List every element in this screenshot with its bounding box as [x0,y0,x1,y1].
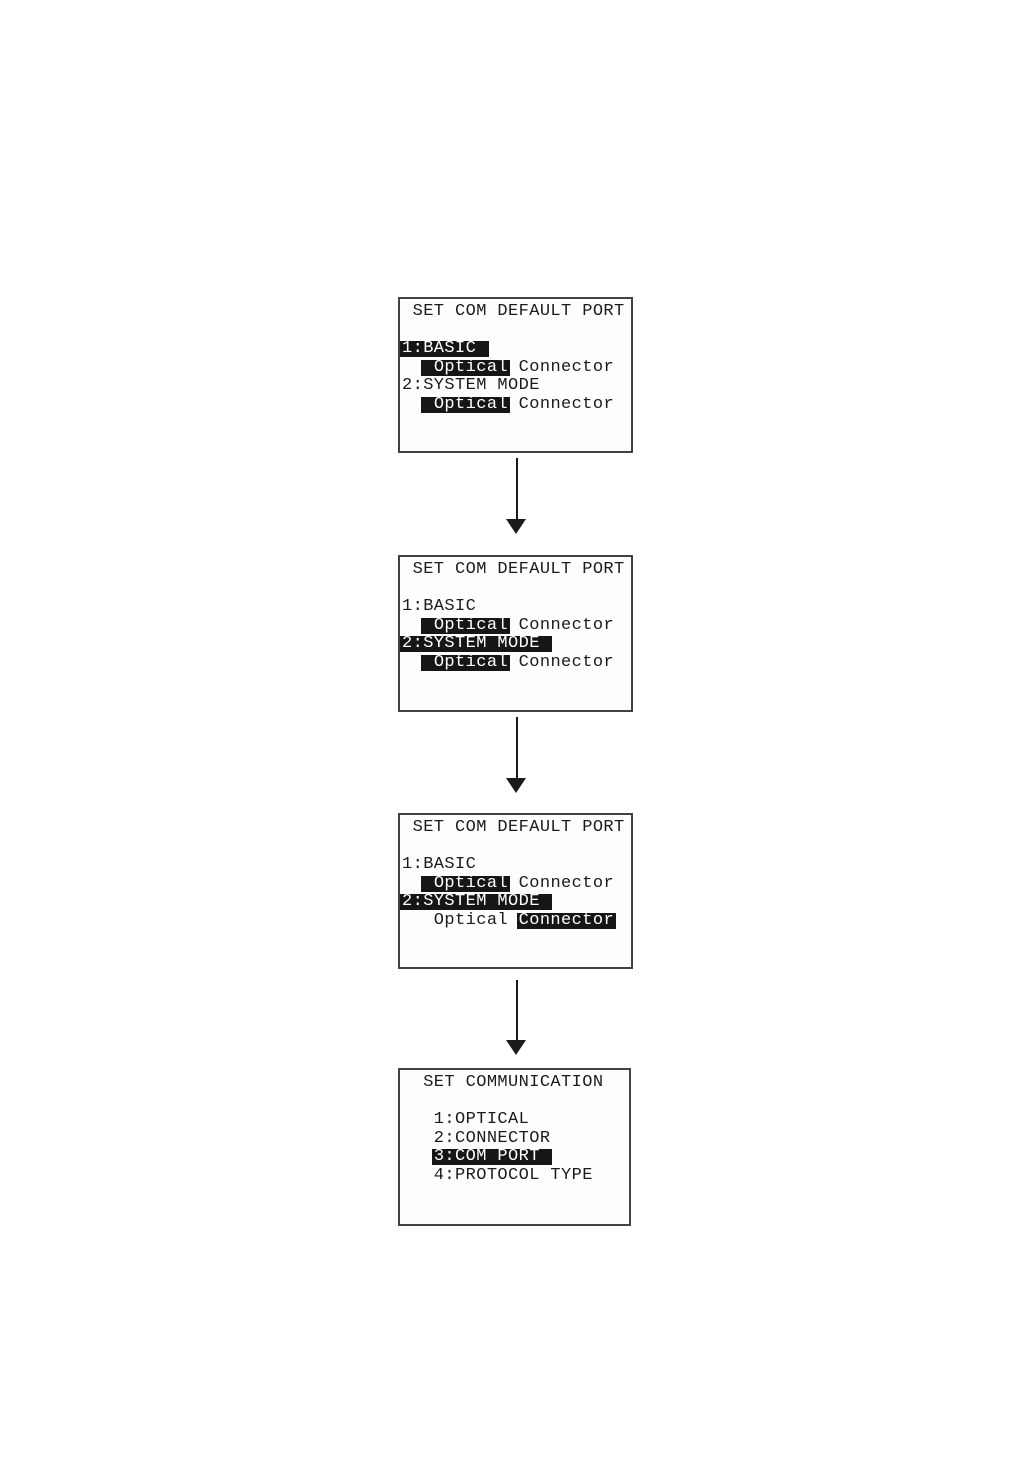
menu-text: Connector [508,394,615,414]
menu-text: SET COM DEFAULT PORT [402,560,625,579]
menu-text [402,874,423,893]
screen-line [402,1093,629,1112]
screen-title: SET COM DEFAULT PORT [402,818,631,838]
menu-text: 2:CONNECTOR [402,1128,551,1148]
highlighted-menu-text: Optical [421,615,511,635]
screen-line: 2:SYSTEM MODE [400,892,631,912]
lcd-screen-set-com-default-port-step2: SET COM DEFAULT PORT 1:BASIC Optical Conn… [398,555,633,712]
screen-title: SET COM DEFAULT PORT [402,302,631,322]
screen-line: Optical Connector [402,910,631,931]
arrow-shaft [515,458,518,520]
screen-line: 4:PROTOCOL TYPE [402,1165,629,1186]
arrow-shaft [515,717,518,779]
menu-text: Optical [402,910,519,930]
menu-text: SET COMMUNICATION [402,1073,604,1092]
menu-text: Connector [508,652,615,672]
screen-line: 2:CONNECTOR [402,1128,629,1149]
screen-title: SET COM DEFAULT PORT [402,560,631,580]
menu-text: 1:BASIC [402,855,477,874]
screen-line: Optical Connector [402,652,631,673]
highlighted-menu-text: 2:SYSTEM MODE [400,634,553,653]
highlighted-menu-text: Connector [516,910,617,930]
menu-text: Connector [508,615,615,635]
screen-line: Optical Connector [402,357,631,378]
highlighted-menu-text: Optical [421,357,511,377]
menu-text: 4:PROTOCOL TYPE [402,1165,593,1185]
screen-line: Optical Connector [402,615,631,636]
screen-line: 2:SYSTEM MODE [402,376,631,396]
screen-line: 2:SYSTEM MODE [400,634,631,654]
menu-text [402,653,423,672]
flow-arrow-2 [506,717,527,793]
lcd-screen-set-com-default-port-step1: SET COM DEFAULT PORT 1:BASIC Optical Conn… [398,297,633,453]
menu-text: SET COM DEFAULT PORT [402,818,625,837]
screen-line [402,322,631,341]
screen-line: Optical Connector [402,873,631,894]
highlighted-menu-text: Optical [421,873,511,893]
menu-text: 1:BASIC [402,597,477,616]
menu-text [402,358,423,377]
menu-text [402,395,423,414]
menu-text: 2:SYSTEM MODE [402,376,540,395]
highlighted-menu-text: 1:BASIC [400,339,489,358]
menu-text [402,616,423,635]
screen-line: 1:BASIC [402,855,631,875]
arrow-down-icon [506,778,526,793]
menu-text: SET COM DEFAULT PORT [402,302,625,321]
screen-title: SET COMMUNICATION [402,1073,629,1093]
highlighted-menu-text: Optical [421,652,511,672]
flow-arrow-1 [506,458,527,534]
screen-line: 1:OPTICAL [402,1110,629,1130]
highlighted-menu-text: 3:COM PORT [431,1147,553,1166]
flow-arrow-3 [506,980,527,1055]
highlighted-menu-text: Optical [421,394,511,414]
lcd-screen-set-communication: SET COMMUNICATION 1:OPTICAL 2:CONNECTOR … [398,1068,631,1226]
screen-line [402,838,631,857]
arrow-down-icon [506,519,526,534]
menu-text: 1:OPTICAL [402,1110,530,1129]
menu-text: Connector [508,873,615,893]
screen-line: 1:BASIC [402,597,631,617]
highlighted-menu-text: 2:SYSTEM MODE [400,892,553,911]
menu-text [402,1147,434,1166]
arrow-down-icon [506,1040,526,1055]
screen-line: Optical Connector [402,394,631,415]
screen-line: 3:COM PORT [402,1148,629,1167]
screen-line [402,580,631,599]
lcd-screen-set-com-default-port-step3: SET COM DEFAULT PORT 1:BASIC Optical Conn… [398,813,633,969]
arrow-shaft [515,980,518,1041]
screen-line: 1:BASIC [400,339,631,359]
menu-text: Connector [508,357,615,377]
